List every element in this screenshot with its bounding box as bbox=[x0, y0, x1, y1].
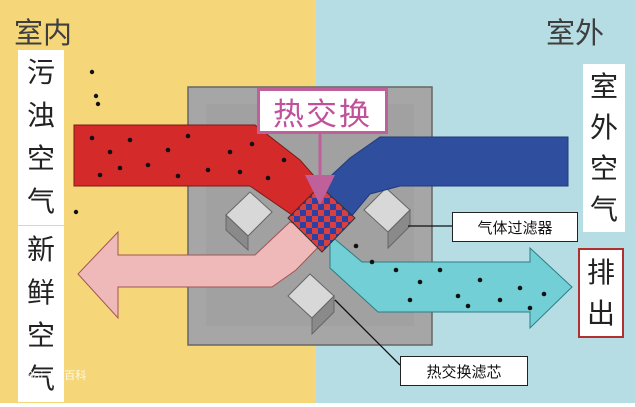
particle-dot bbox=[353, 243, 359, 249]
exhaust-char-2: 出 bbox=[586, 296, 615, 330]
exhaust-air-flow bbox=[329, 233, 573, 330]
outdoor-air-char-2: 外 bbox=[589, 110, 618, 144]
core-leader bbox=[334, 299, 401, 366]
particle-dot bbox=[73, 209, 79, 215]
particle-dot bbox=[437, 267, 443, 273]
dirty-air-particles bbox=[89, 133, 287, 181]
exhaust-particles bbox=[353, 243, 547, 311]
particle-dot bbox=[497, 297, 503, 303]
dirty-air-char-4: 气 bbox=[26, 184, 55, 218]
particle-dot bbox=[89, 135, 95, 141]
particle-dot bbox=[265, 175, 271, 181]
particle-dot bbox=[393, 267, 399, 273]
dirty-air-char-3: 空 bbox=[26, 141, 55, 175]
exhaust-char-1: 排 bbox=[586, 255, 615, 289]
heat-exchange-core bbox=[287, 185, 356, 253]
filter-block-right bbox=[363, 187, 411, 250]
gas-filter-label: 气体过滤器 bbox=[452, 212, 578, 242]
filter-block-bottom bbox=[287, 273, 335, 336]
particle-dot bbox=[165, 147, 171, 153]
particle-dot bbox=[145, 162, 151, 168]
dirty-air-char-1: 污 bbox=[26, 56, 55, 90]
outdoor-air-char-4: 气 bbox=[589, 192, 618, 226]
outdoor-label: 室外 bbox=[546, 16, 605, 50]
dirty-air-char-2: 浊 bbox=[26, 99, 55, 133]
core-filter-label: 热交换滤芯 bbox=[400, 356, 528, 386]
loose-particles bbox=[73, 69, 101, 215]
fresh-air-char-1: 新 bbox=[26, 232, 55, 266]
particle-dot bbox=[407, 297, 413, 303]
particle-dot bbox=[95, 101, 101, 107]
filter-block-left bbox=[225, 191, 273, 252]
indoor-label: 室内 bbox=[14, 16, 73, 50]
particle-dot bbox=[417, 279, 423, 285]
particle-dot bbox=[97, 172, 103, 178]
particle-dot bbox=[205, 167, 211, 173]
particle-dot bbox=[477, 277, 483, 283]
particle-dot bbox=[107, 149, 113, 155]
particle-dot bbox=[175, 173, 181, 179]
fresh-air-char-4: 气 bbox=[26, 361, 55, 395]
outdoor-air-label: 室 外 空 气 bbox=[583, 64, 625, 232]
heat-exchange-title: 热交换 bbox=[257, 88, 388, 134]
particle-dot bbox=[541, 291, 547, 297]
particle-dot bbox=[465, 303, 471, 309]
dirty-air-label: 污 浊 空 气 bbox=[18, 50, 64, 225]
particle-dot bbox=[527, 305, 533, 311]
fresh-air-char-2: 鲜 bbox=[26, 275, 55, 309]
particle-dot bbox=[117, 165, 123, 171]
particle-dot bbox=[517, 285, 523, 291]
particle-dot bbox=[455, 293, 461, 299]
particle-dot bbox=[369, 259, 375, 265]
fresh-air-char-3: 空 bbox=[26, 318, 55, 352]
exhaust-label: 排 出 bbox=[578, 248, 624, 338]
particle-dot bbox=[89, 69, 95, 75]
particle-dot bbox=[127, 137, 133, 143]
particle-dot bbox=[185, 133, 191, 139]
particle-dot bbox=[237, 169, 243, 175]
fresh-air-label: 新 鲜 空 气 bbox=[18, 226, 64, 402]
outdoor-air-char-1: 室 bbox=[589, 69, 618, 103]
particle-dot bbox=[281, 157, 287, 163]
watermark: Bai du 百科 bbox=[26, 369, 87, 382]
fresh-air-flow bbox=[77, 221, 331, 320]
outdoor-air-char-3: 空 bbox=[589, 151, 618, 185]
particle-dot bbox=[227, 149, 233, 155]
particle-dot bbox=[249, 141, 255, 147]
particle-dot bbox=[93, 93, 99, 99]
